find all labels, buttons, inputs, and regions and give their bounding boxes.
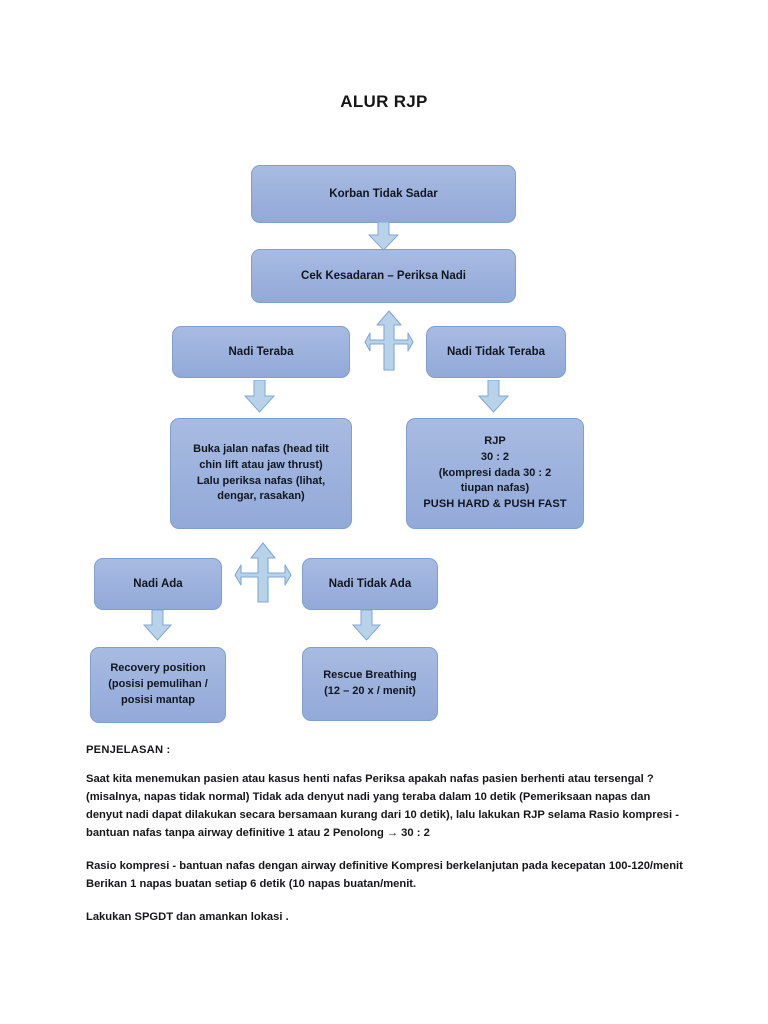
flow-box-line: dengar, rasakan) <box>217 490 305 503</box>
flow-box-line: 30 : 2 <box>480 450 510 463</box>
explanation-heading: PENJELASAN : <box>86 744 171 756</box>
arrow-down-icon <box>244 380 275 413</box>
flow-box-line: Nadi Teraba <box>228 345 294 358</box>
flow-box-line: (12 – 20 x / menit) <box>324 685 416 697</box>
flow-box-korban-tidak-sadar: Korban Tidak Sadar <box>251 165 516 223</box>
flow-box-line: Nadi Tidak Ada <box>328 577 412 590</box>
flow-box-line: Nadi Tidak Teraba <box>447 345 545 358</box>
arrow-down-icon <box>478 380 509 413</box>
flow-box-line: tiupan nafas) <box>460 482 530 495</box>
flow-box-line: Buka jalan nafas (head tilt <box>193 442 329 455</box>
flow-box-line: Recovery position <box>110 662 206 675</box>
arrow-down-icon <box>143 610 172 641</box>
flow-box-line: PUSH HARD & PUSH FAST <box>423 498 567 511</box>
explanation-paragraph-3: Lakukan SPGDT dan amankan lokasi . <box>86 911 289 923</box>
explanation-paragraph-1: Saat kita menemukan pasien atau kasus he… <box>86 773 679 840</box>
flow-box-line: Rescue Breathing <box>323 669 417 682</box>
arrow-down-icon <box>368 222 399 251</box>
arrow-down-icon <box>352 610 381 641</box>
explanation-paragraph-2: Rasio kompresi - bantuan nafas dengan ai… <box>86 860 683 891</box>
flow-box-line: Nadi Ada <box>133 577 183 590</box>
flow-box-rescue-breathing: Rescue Breathing (12 – 20 x / menit) <box>302 647 438 721</box>
flow-box-line: RJP <box>484 434 506 447</box>
flow-box-line: posisi mantap <box>121 693 195 706</box>
flow-box-rjp: RJP 30 : 2 (kompresi dada 30 : 2 tiupan … <box>406 418 584 529</box>
flow-box-line: (posisi pemulihan / <box>108 678 208 691</box>
arrow-three-way-icon <box>234 542 292 604</box>
flow-box-line: chin lift atau jaw thrust) <box>199 458 323 471</box>
flow-box-nadi-teraba: Nadi Teraba <box>172 326 350 378</box>
flow-box-cek-kesadaran: Cek Kesadaran – Periksa Nadi <box>251 249 516 303</box>
page-title: ALUR RJP <box>340 92 428 111</box>
flow-box-nadi-tidak-ada: Nadi Tidak Ada <box>302 558 438 610</box>
flow-box-line: (kompresi dada 30 : 2 <box>438 466 552 479</box>
flow-box-line: Cek Kesadaran – Periksa Nadi <box>301 269 466 282</box>
flow-box-recovery-position: Recovery position (posisi pemulihan / po… <box>90 647 226 723</box>
flow-box-buka-jalan-nafas: Buka jalan nafas (head tilt chin lift at… <box>170 418 352 529</box>
flow-box-nadi-ada: Nadi Ada <box>94 558 222 610</box>
flow-box-line: Lalu periksa nafas (lihat, <box>196 474 326 487</box>
flow-box-line: Korban Tidak Sadar <box>329 187 438 200</box>
arrow-three-way-icon <box>364 310 414 372</box>
flow-box-nadi-tidak-teraba: Nadi Tidak Teraba <box>426 326 566 378</box>
